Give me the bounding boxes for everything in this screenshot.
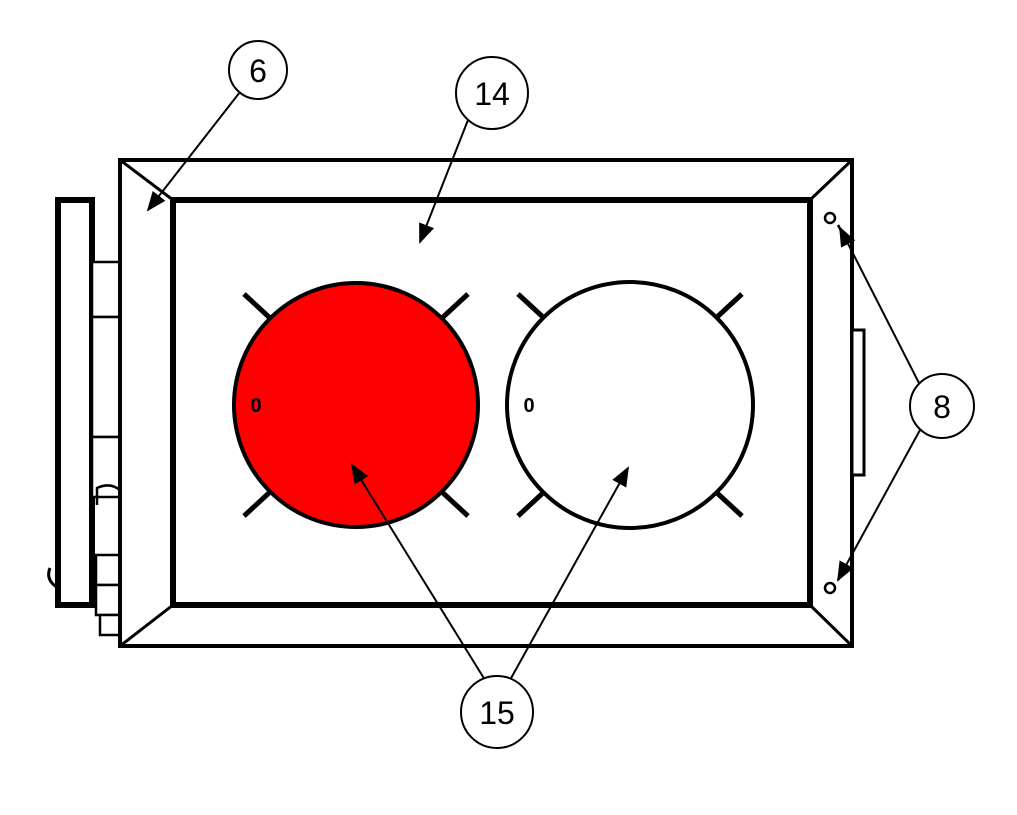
door-handle	[850, 328, 866, 477]
leader-lines	[146, 91, 921, 681]
left-hole	[232, 281, 480, 529]
callout-15: 15	[460, 675, 534, 749]
callout-14: 14	[455, 56, 529, 130]
hinge-pin-top	[823, 211, 837, 225]
side-mounting-bracket	[47, 197, 122, 637]
callout-6-label: 6	[249, 53, 267, 89]
leader-6	[146, 91, 241, 212]
leader-8-bottom	[837, 429, 921, 582]
callout-14-label: 14	[474, 76, 510, 112]
hinge-pins	[823, 211, 847, 595]
callout-8: 8	[909, 373, 975, 439]
hinge-pin-bottom	[823, 581, 837, 595]
leader-15-right	[509, 466, 629, 681]
leader-8-top	[839, 226, 921, 386]
leader-15-left	[350, 463, 486, 681]
callout-6: 6	[228, 40, 288, 100]
left-hole-mark: 0	[250, 395, 261, 417]
callout-15-label: 15	[479, 695, 515, 731]
callout-8-label: 8	[933, 389, 951, 425]
leader-14	[419, 119, 469, 244]
right-hole	[505, 280, 755, 530]
right-hole-mark: 0	[523, 395, 534, 417]
